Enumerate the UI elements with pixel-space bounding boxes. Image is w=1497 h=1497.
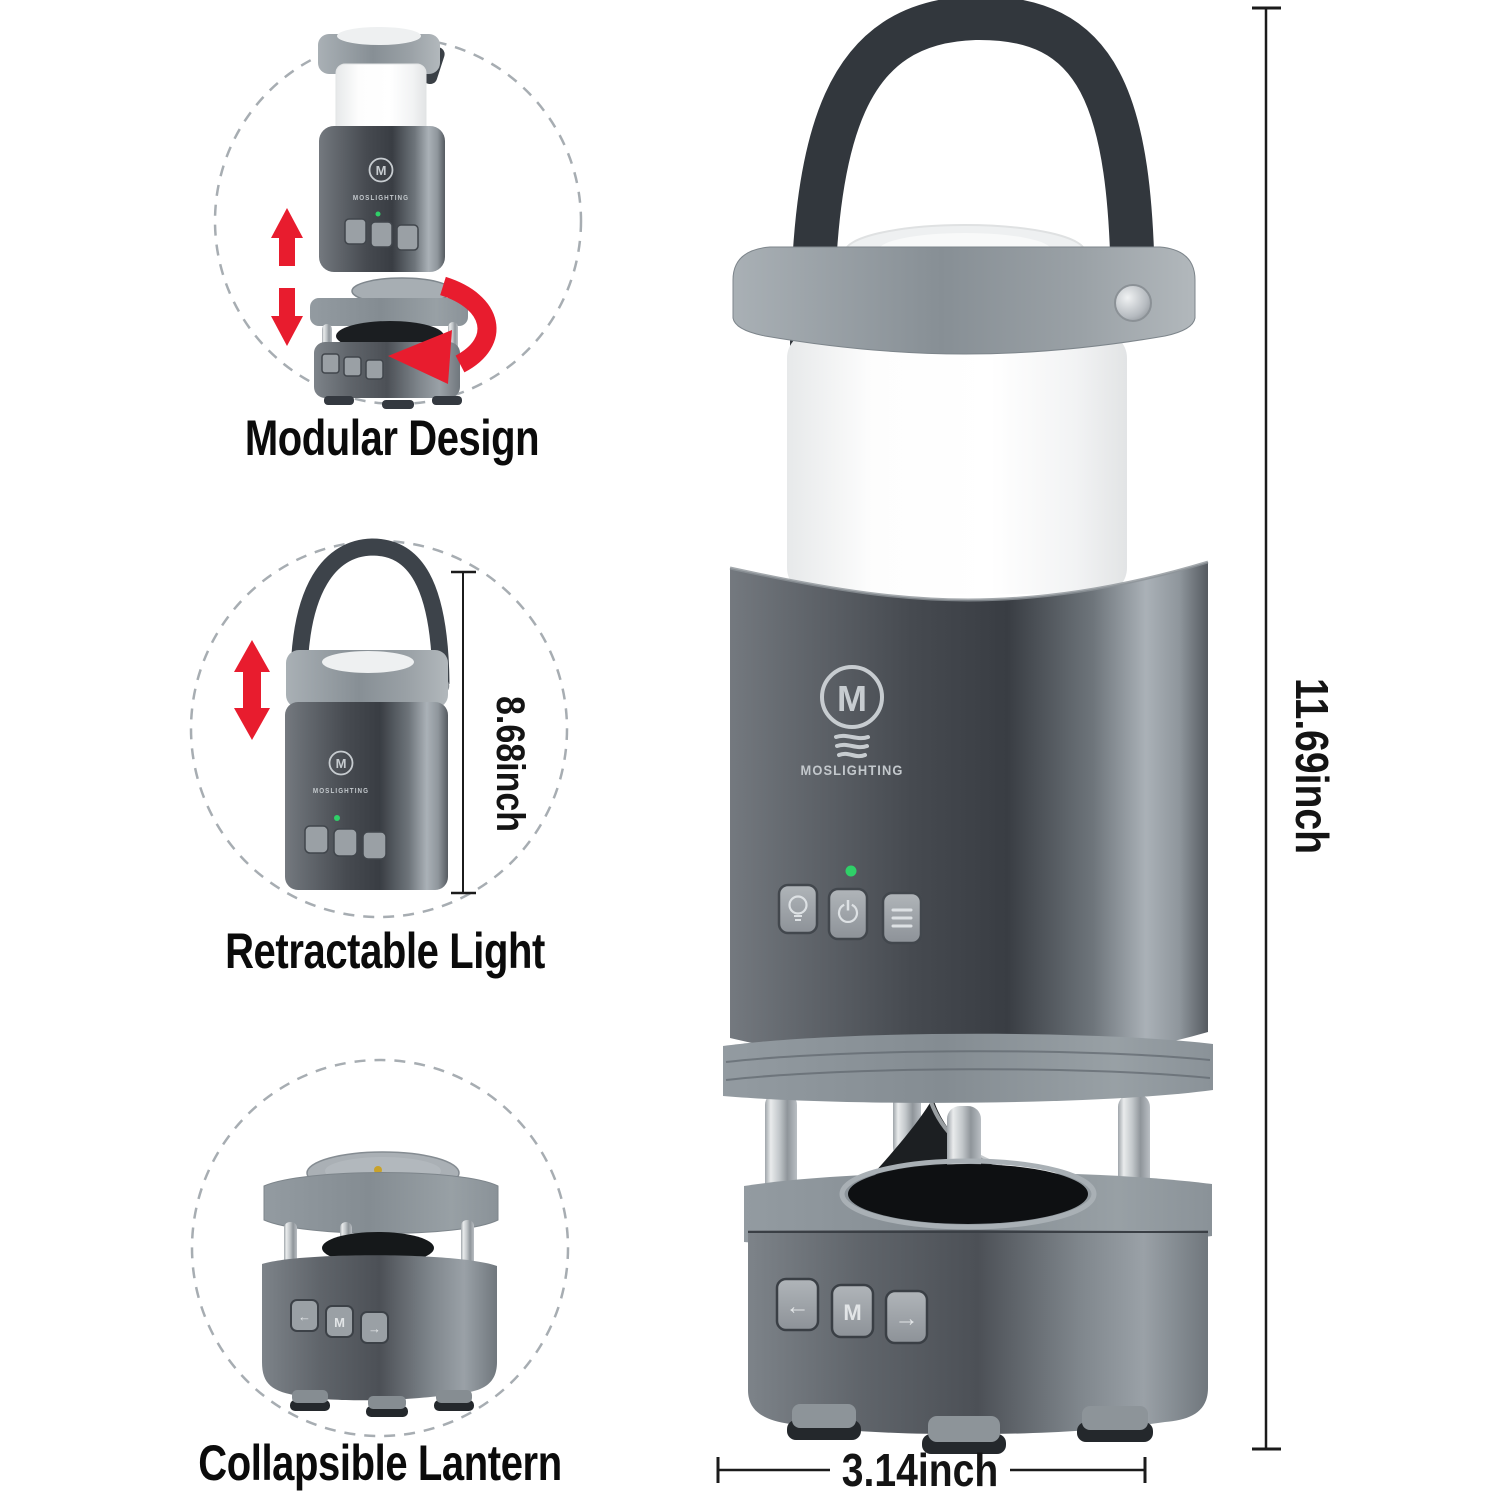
- inset-collapsible-lantern: ← M →: [190, 1058, 570, 1438]
- caption-modular-design: Modular Design: [245, 410, 539, 466]
- prev-button-label: ←: [786, 1293, 810, 1320]
- mini-brand-name: MOSLIGHTING: [313, 788, 369, 795]
- mini-top-disc: [322, 651, 414, 673]
- mini-lamp: [335, 63, 427, 137]
- arrow-up-icon: [271, 208, 303, 266]
- rotate-arrow-icon: [439, 276, 497, 373]
- arrow-up-down-icon: [234, 640, 270, 740]
- base-opening-rim: [839, 1158, 1097, 1230]
- mini-body-collapsed: [285, 702, 448, 890]
- mini-status-led: [334, 815, 340, 821]
- prev-button: [775, 1277, 820, 1332]
- base-button-panel: ← M →: [775, 1277, 929, 1345]
- inset-height-dimension: [451, 570, 476, 895]
- charging-pin-icon: [374, 1166, 382, 1174]
- bulb-icon: [788, 895, 808, 921]
- status-led: [845, 865, 857, 877]
- power-icon: [837, 900, 859, 924]
- height-dimension: [1252, 6, 1281, 1451]
- power-button: [827, 887, 869, 941]
- base-speaker-opening: [848, 1164, 1088, 1224]
- mini-body-buttons: [304, 825, 387, 860]
- height-dimension-label: 11.69inch: [1285, 678, 1337, 854]
- mini-logo-letter: M: [336, 756, 347, 771]
- rotate-arrow-head: [388, 330, 452, 384]
- lantern-leg-left: [765, 1092, 797, 1208]
- collar-seam-lines: [725, 1050, 1211, 1081]
- mini-logo-letter: M: [376, 163, 387, 178]
- mini-base-feet: [324, 396, 462, 409]
- svg-text:←: ←: [298, 1309, 311, 1324]
- next-button: [884, 1289, 929, 1345]
- body-button-panel: [777, 883, 923, 945]
- mini-base-slab: [310, 298, 468, 326]
- lantern-body: [730, 562, 1208, 1066]
- lamp-diffuser: [787, 332, 1127, 594]
- inset-dashed-circle: [190, 1058, 570, 1438]
- mini-logo-icon: [368, 157, 394, 183]
- brand-logo: M MOSLIGHTING: [801, 665, 904, 779]
- mode-button: [830, 1283, 875, 1339]
- lamp-cap: [732, 246, 1196, 355]
- body-top-rim: [729, 560, 1209, 602]
- light-mode-button: [777, 883, 819, 935]
- mini-base-buttons: ← M →: [290, 1299, 389, 1344]
- brand-name: MOSLIGHTING: [801, 763, 904, 779]
- logo-bulb-icon: [820, 665, 884, 729]
- mini-logo-icon: [328, 750, 354, 776]
- mini-brand-name: MOSLIGHTING: [353, 195, 409, 202]
- logo-coil-icon: [834, 733, 870, 759]
- svg-text:M: M: [334, 1315, 345, 1330]
- mode-button-label: M: [843, 1300, 861, 1325]
- arrow-down-icon: [271, 288, 303, 346]
- base-feet: [787, 1404, 1153, 1454]
- caption-retractable-light: Retractable Light: [225, 923, 545, 979]
- mini-slab: [263, 1172, 499, 1234]
- handle-pivot: [1114, 284, 1152, 322]
- menu-icon: [891, 908, 913, 928]
- width-dimension-label: 3.14inch: [842, 1445, 998, 1497]
- mini-base-buttons: [321, 353, 384, 380]
- caption-collapsible-lantern: Collapsible Lantern: [198, 1435, 561, 1491]
- mini-status-led: [375, 211, 381, 217]
- width-dimension: [716, 1457, 1147, 1483]
- main-lantern-photo: M MOSLIGHTING: [723, 0, 1213, 1454]
- inset-height-dimension-label: 8.68inch: [488, 696, 533, 832]
- mini-feet: [290, 1390, 474, 1417]
- svg-text:→: →: [368, 1321, 381, 1336]
- next-button-label: →: [895, 1305, 919, 1332]
- carry-handle: [790, 0, 1155, 349]
- base-body: [748, 1230, 1208, 1435]
- mini-body-buttons: [344, 218, 419, 251]
- mini-carry-handle: [290, 538, 450, 693]
- inset-retractable-light: M MOSLIGHTING 8.68inch: [189, 538, 569, 919]
- inset-modular-design: M MOSLIGHTING: [213, 27, 583, 409]
- mini-top-disc: [337, 27, 421, 45]
- logo-letter: M: [837, 678, 867, 719]
